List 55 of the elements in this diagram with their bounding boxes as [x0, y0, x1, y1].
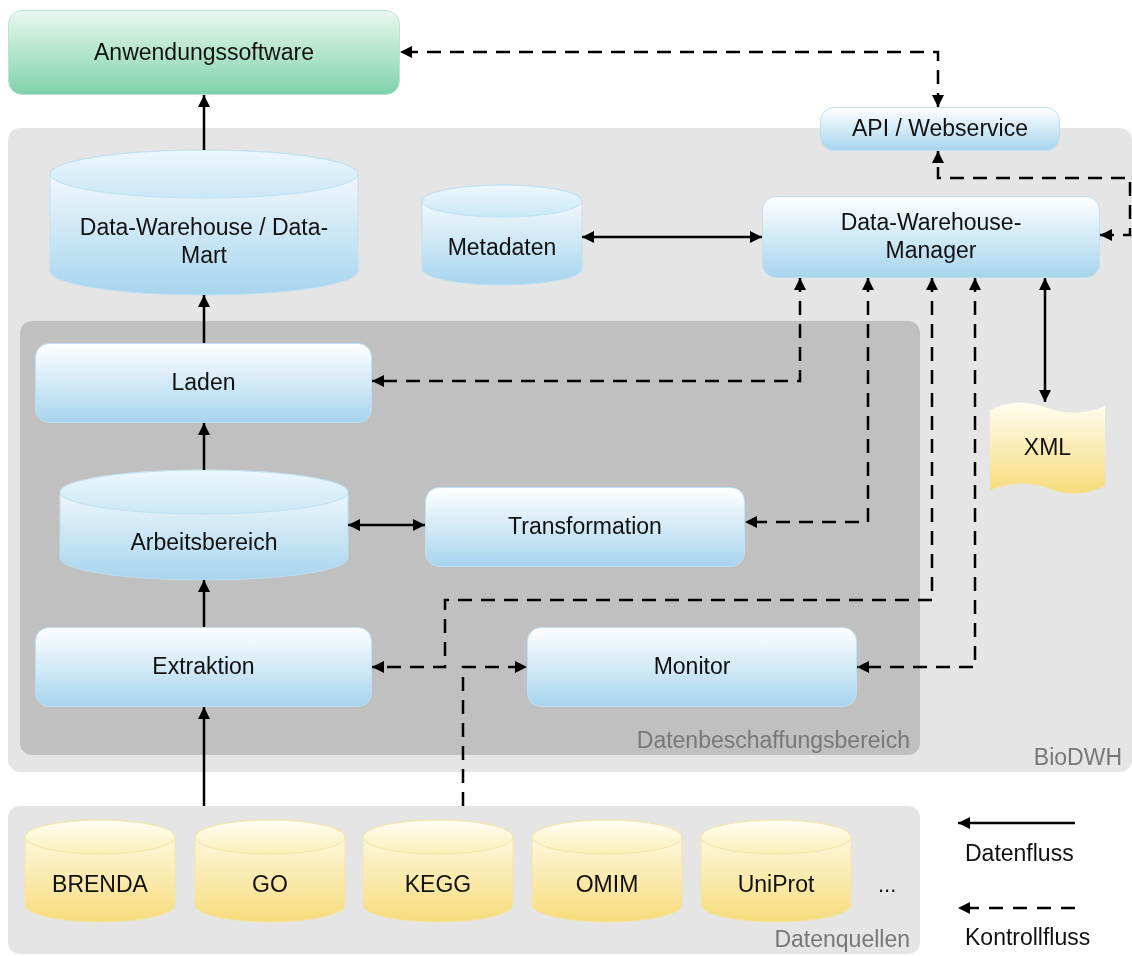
- connector-arrow: [857, 278, 981, 673]
- connector-arrow: [1039, 278, 1051, 402]
- node-label: KEGG: [404, 870, 472, 899]
- connector-arrow: [582, 231, 762, 243]
- database-cylinder: [701, 820, 851, 922]
- application-box: [8, 10, 400, 95]
- node-label: Data-Warehouse-Manager: [839, 209, 1023, 265]
- document-shape: [990, 402, 1105, 494]
- node-label: Data-Warehouse / Data-Mart: [78, 214, 330, 270]
- node-label: Transformation: [508, 513, 662, 541]
- connector-arrow: [198, 580, 210, 627]
- database-cylinder: [422, 185, 582, 285]
- connector-arrow: [400, 46, 944, 107]
- node-label: OMIM: [575, 870, 639, 899]
- database-cylinder: [50, 150, 358, 295]
- process-box: [527, 627, 857, 707]
- group-label: Datenquellen: [774, 926, 910, 952]
- connector-arrow: [198, 95, 210, 150]
- node-label: Anwendungssoftware: [94, 38, 314, 67]
- process-box: [425, 487, 745, 567]
- database-cylinder: [25, 820, 175, 922]
- connector-arrow: [372, 278, 938, 673]
- node-label: GO: [252, 870, 288, 899]
- database-cylinder: [532, 820, 682, 922]
- group-panel: [20, 321, 920, 755]
- database-cylinder: [60, 470, 348, 580]
- node-label: Arbeitsbereich: [130, 528, 278, 557]
- node-label: Extraktion: [152, 653, 255, 681]
- connector-arrow: [198, 295, 210, 343]
- legend-label: Kontrollfluss: [965, 924, 1091, 951]
- group-label: BioDWH: [1033, 744, 1122, 770]
- node-label: API / Webservice: [852, 115, 1028, 143]
- connector-arrow: [461, 661, 527, 806]
- node-label: UniProt: [737, 870, 815, 899]
- connector-arrow: [372, 278, 806, 387]
- group-label: Datenbeschaffungsbereich: [636, 727, 910, 753]
- database-cylinder: [195, 820, 345, 922]
- ellipsis-label: ...: [878, 872, 897, 898]
- process-box: [35, 627, 372, 707]
- node-label: Metadaten: [447, 234, 557, 262]
- process-box: [820, 107, 1060, 151]
- node-label: BRENDA: [52, 870, 148, 899]
- connector-arrow: [198, 423, 210, 470]
- node-label: Laden: [171, 369, 236, 397]
- node-label: Monitor: [653, 653, 731, 681]
- connector-arrow: [932, 151, 1132, 241]
- group-panel: [8, 806, 920, 954]
- database-cylinder: [363, 820, 513, 922]
- connector-arrow: [348, 519, 425, 531]
- process-box: [35, 343, 372, 423]
- node-label: XML: [1023, 434, 1072, 462]
- legend-label: Datenfluss: [965, 840, 1074, 867]
- process-box: [762, 196, 1100, 278]
- connector-arrow: [198, 707, 210, 806]
- connector-arrow: [745, 278, 874, 528]
